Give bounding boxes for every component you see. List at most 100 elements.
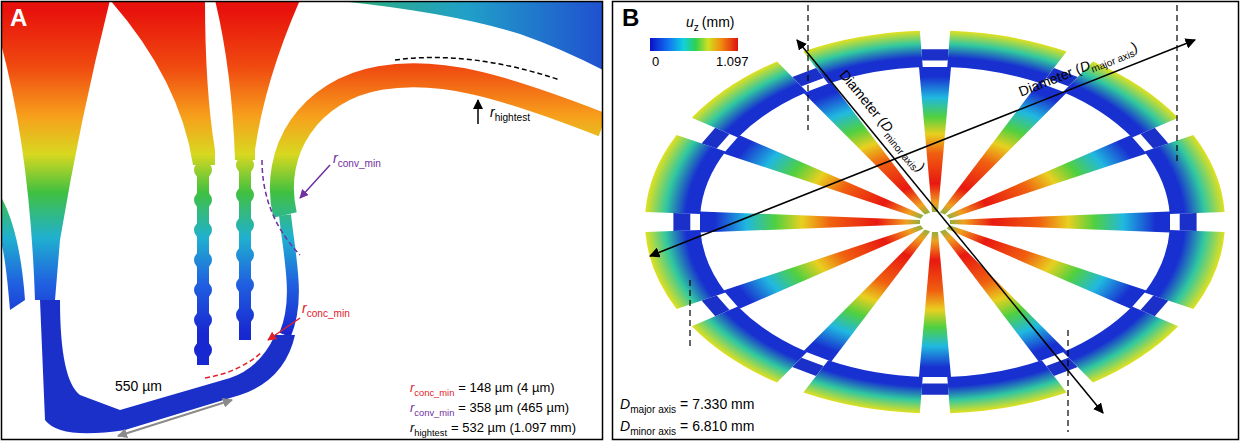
label-text: r [410, 420, 414, 435]
illustration-part [639, 134, 728, 221]
illustration-part [723, 218, 930, 309]
illustration-part [118, 400, 232, 436]
illustration-part [194, 221, 212, 239]
illustration-part [807, 5, 808, 130]
label-text: = 148 µm (4 µm) [458, 380, 554, 395]
label-text: u [686, 14, 694, 30]
radius-callout: rconv_min [333, 150, 381, 170]
axis-label: Diameter (Dmajor axis) [1016, 38, 1141, 103]
ribbon-model-b [639, 5, 1231, 432]
label-text: 0 [652, 54, 659, 69]
illustration-part [1180, 213, 1197, 231]
subscript-text: hightest [414, 428, 447, 438]
label-text: Diameter ( [1016, 61, 1083, 100]
illustration-part [687, 59, 815, 143]
label-text: B [622, 4, 639, 31]
label-text: r [410, 400, 414, 415]
subscript-text: conc_min [307, 308, 350, 319]
illustration-part [919, 67, 951, 212]
illustration-part [1141, 134, 1230, 221]
label-text: Diameter ( [836, 67, 890, 128]
panel-frame [2, 2, 603, 440]
illustration-part [300, 165, 330, 198]
label-text: = 532 µm (1.097 mm) [451, 420, 576, 435]
subscript-text: conc_min [414, 388, 454, 398]
diameter-value: Dminor axis = 6.810 mm [620, 418, 754, 438]
panel-letter: A [10, 4, 27, 33]
illustration-part [639, 223, 728, 310]
illustration-part [919, 232, 951, 377]
illustration-part [194, 341, 212, 359]
label-text: D [620, 418, 630, 434]
illustration-part [921, 384, 948, 395]
label-text: r [333, 150, 338, 166]
radius-value: rconv_min = 358 µm (465 µm) [410, 400, 569, 419]
illustration-part [262, 160, 300, 255]
illustration-part [687, 301, 815, 385]
radius-callout: rhightest [490, 104, 530, 124]
illustration-part [110, 1, 215, 165]
label-text: r [410, 380, 414, 395]
illustration-part [395, 58, 560, 81]
illustration-part [929, 225, 1067, 361]
illustration-part [1176, 5, 1177, 165]
label-text: D [620, 396, 630, 412]
dimension-arrow [797, 40, 1103, 413]
illustration-part [194, 191, 212, 209]
illustration-part [936, 358, 1068, 417]
illustration-part [802, 27, 934, 86]
illustration-part [194, 311, 212, 329]
illustration-part [921, 49, 948, 60]
illustration-part [477, 100, 479, 124]
dimension-label: 550 µm [115, 378, 162, 395]
subscript-text: z [694, 22, 699, 33]
illustration-part [1141, 223, 1230, 310]
illustration-part [40, 300, 295, 433]
subscript-text: major axis [630, 404, 676, 415]
illustration-part [673, 213, 690, 231]
panel-letter: B [622, 4, 639, 33]
panel-frame [613, 2, 1239, 440]
label-text: 1.097 [716, 54, 749, 69]
subscript-text: major axis [1089, 47, 1136, 74]
illustration-part [236, 276, 254, 294]
colorbar [650, 38, 738, 51]
colorbar-tick: 0 [652, 54, 659, 70]
subscript-text: minor axis [882, 130, 920, 172]
illustration-part [236, 246, 254, 264]
label-text: = 7.330 mm [680, 396, 754, 412]
illustration-part [802, 358, 934, 417]
illustration-part [1067, 330, 1068, 432]
illustration-part [950, 211, 1170, 232]
illustration-part [940, 135, 1147, 226]
label-text: 550 µm [115, 378, 162, 394]
illustration-part [236, 156, 254, 174]
dimension-arrow [650, 40, 1195, 256]
axis-label: Diameter (Dminor axis) [833, 67, 928, 177]
diameter-value: Dmajor axis = 7.330 mm [620, 396, 754, 416]
illustration-part [1055, 301, 1183, 385]
label-text: A [10, 4, 27, 31]
illustration-part [205, 352, 262, 378]
label-text: (mm) [702, 14, 735, 30]
subscript-text: minor axis [630, 426, 676, 437]
radius-value: rconc_min = 148 µm (4 µm) [410, 380, 555, 399]
subscript-text: hightest [495, 112, 530, 123]
illustration-part [194, 251, 212, 269]
radius-callout: rconc_min [302, 300, 350, 320]
illustration-part [282, 75, 603, 215]
illustration-part [194, 161, 212, 179]
subscript-text: conv_min [338, 158, 381, 169]
illustration-part [236, 186, 254, 204]
illustration-part [285, 215, 293, 335]
label-text: = 358 µm (465 µm) [458, 400, 569, 415]
illustration-part [330, 1, 603, 70]
illustration-part [268, 318, 300, 340]
label-text: r [490, 104, 495, 120]
subscript-text: conv_min [414, 408, 454, 418]
illustration-part [639, 27, 1231, 417]
illustration-part [1, 195, 25, 310]
label-text: = 6.810 mm [680, 418, 754, 434]
colorbar-tick: 1.097 [716, 54, 749, 70]
